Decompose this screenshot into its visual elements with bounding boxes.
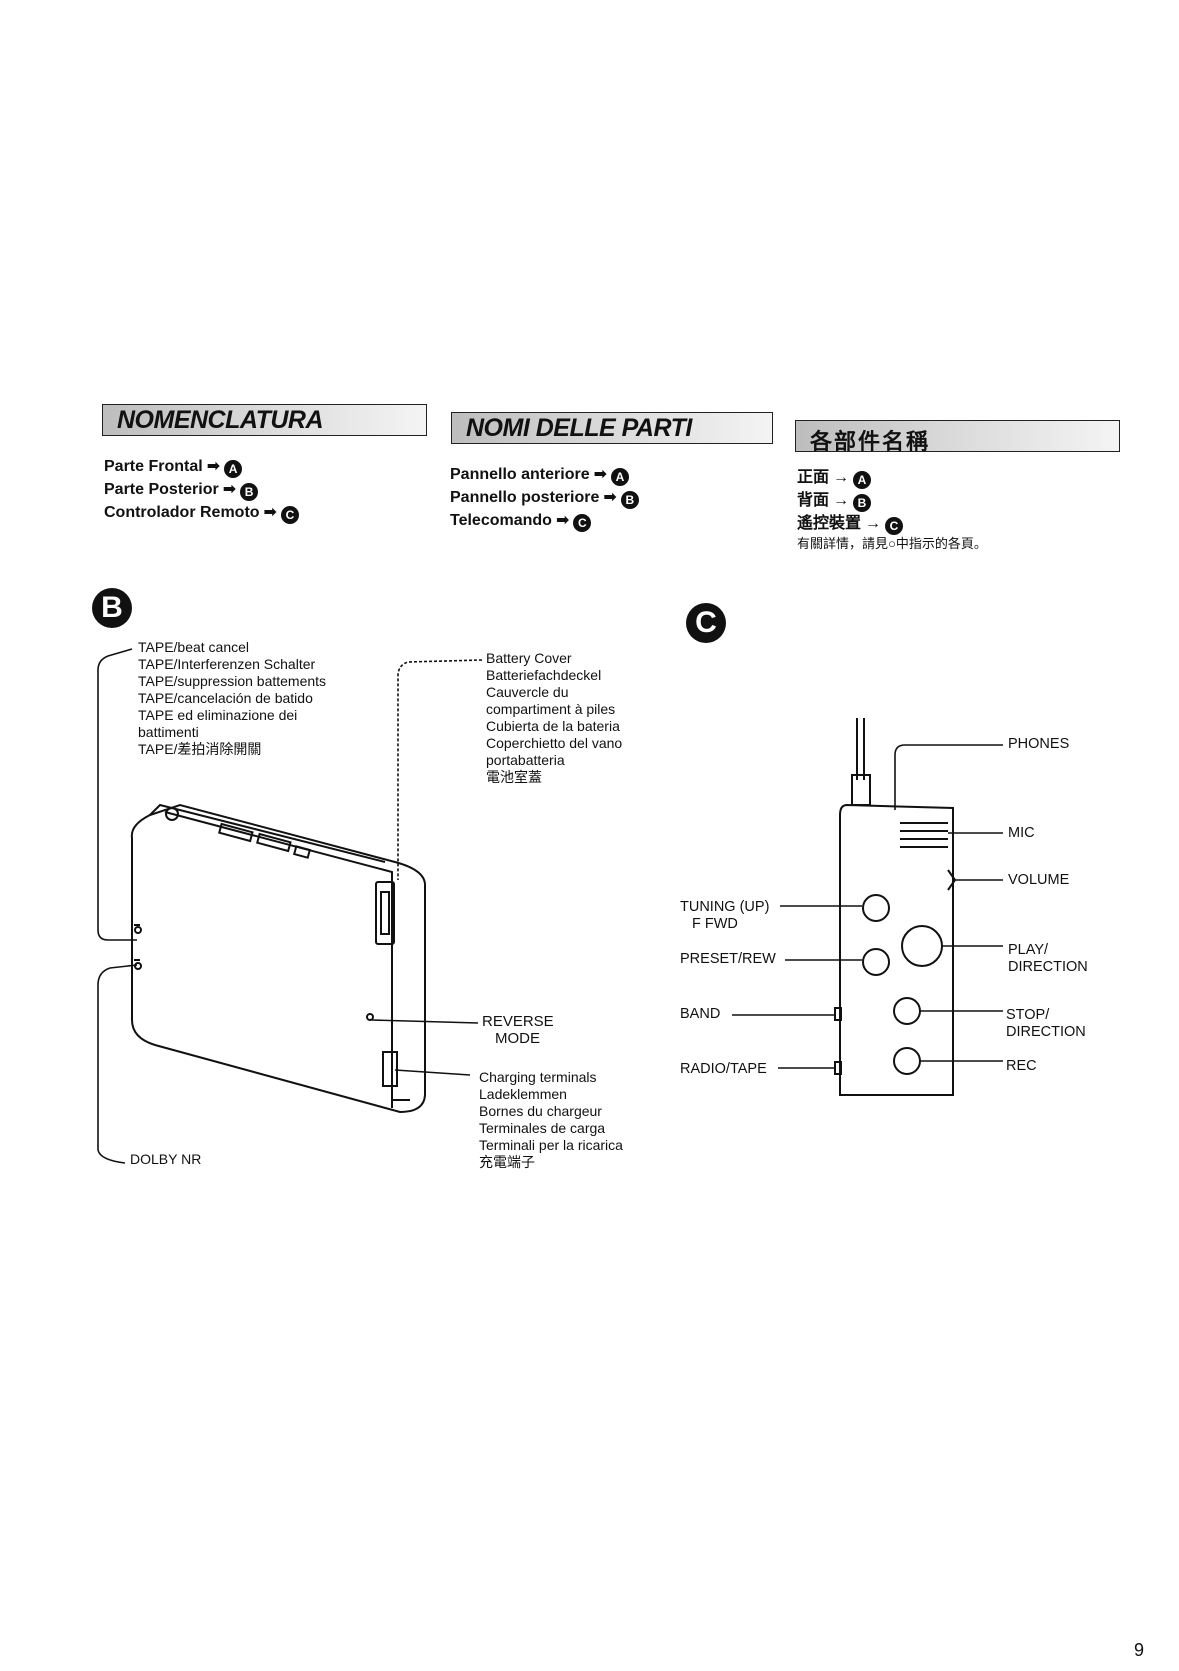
- ref-badge: B: [240, 483, 259, 501]
- ref-badge: B: [620, 491, 639, 509]
- label-tape-beat-cancel: TAPE/beat cancel TAPE/Interferenzen Scha…: [138, 639, 327, 757]
- list-item: Pannello posteriore➡B: [450, 486, 639, 509]
- header-title-it: NOMI DELLE PARTI: [466, 414, 692, 442]
- ref-badge: A: [611, 468, 629, 486]
- label-mic: MIC: [1008, 825, 1035, 841]
- ref-badge: A: [853, 471, 872, 489]
- section-marker-b: B: [92, 588, 132, 628]
- list-item: Parte Frontal➡A: [104, 455, 299, 478]
- label-battery-cover: Battery Cover Batteriefachdeckel Cauverc…: [486, 650, 623, 785]
- label-rec: REC: [1006, 1058, 1037, 1074]
- label-band: BAND: [680, 1006, 721, 1022]
- list-item: 背面→B: [797, 489, 903, 512]
- zh-note: 有關詳情，請見○中指示的各頁。: [797, 536, 987, 551]
- leader-lines-b: [97, 648, 483, 1164]
- label-stop-direction: STOP/ DIRECTION: [1006, 1007, 1086, 1040]
- list-item: Telecomando➡C: [450, 509, 639, 532]
- ref-badge: C: [573, 514, 592, 532]
- label-play-direction: PLAY/ DIRECTION: [1008, 942, 1088, 975]
- label-volume: VOLUME: [1008, 872, 1070, 888]
- header-nomenclatura: NOMENCLATURA: [102, 404, 427, 436]
- label-radio-tape: RADIO/TAPE: [680, 1061, 767, 1077]
- leader-lines-c: [732, 744, 1003, 1069]
- list-item: Controlador Remoto➡C: [104, 501, 299, 524]
- page-number: 9: [1134, 1640, 1145, 1660]
- cassette-player-drawing: [130, 803, 426, 1114]
- parts-list-it: Pannello anteriore➡A Pannello posteriore…: [450, 463, 639, 532]
- ref-badge: C: [280, 506, 299, 524]
- parts-list-es: Parte Frontal➡A Parte Posterior➡B Contro…: [104, 455, 299, 524]
- label-charging-terminals: Charging terminals Ladeklemmen Bornes du…: [479, 1069, 623, 1170]
- list-item: 正面→A: [797, 466, 903, 489]
- ref-badge: A: [224, 460, 243, 478]
- header-nomi-delle-parti: NOMI DELLE PARTI: [451, 412, 773, 444]
- label-preset-rew: PRESET/REW: [680, 951, 776, 967]
- list-item: Pannello anteriore➡A: [450, 463, 639, 486]
- label-phones: PHONES: [1008, 736, 1070, 752]
- ref-badge: C: [885, 517, 904, 535]
- header-title-zh: 各部件名稱: [810, 429, 931, 454]
- ref-badge: B: [853, 494, 872, 512]
- remote-controller-drawing: [834, 718, 957, 1096]
- header-zh: 各部件名稱: [795, 420, 1120, 454]
- header-title-es: NOMENCLATURA: [117, 406, 324, 434]
- list-item: 遙控裝置→C: [797, 512, 904, 535]
- parts-list-zh: 正面→A 背面→B 遙控裝置→C: [797, 466, 904, 535]
- label-dolby-nr: DOLBY NR: [130, 1151, 202, 1167]
- list-item: Parte Posterior➡B: [104, 478, 299, 501]
- label-tuning: TUNING (UP) F FWD: [680, 899, 770, 932]
- section-marker-c: C: [686, 603, 726, 643]
- label-reverse-mode: REVERSE MODE: [482, 1013, 554, 1047]
